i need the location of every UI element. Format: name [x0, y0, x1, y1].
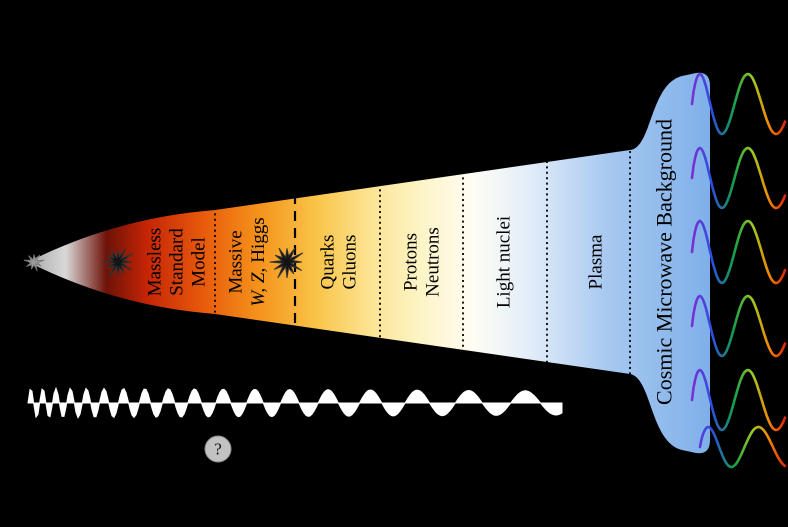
epoch-label-line: Quarks — [318, 235, 339, 290]
epoch-label-protons-neutrons: Protons Neutrons — [401, 227, 444, 297]
epoch-label-italic-part: W, Z, — [248, 268, 269, 307]
epoch-label-massive-w-z-higgs: Massive W, Z, Higgs — [226, 217, 269, 306]
cmb-photon-wave — [698, 425, 787, 469]
epoch-label-massless-standard-model: Massless Standard Model — [145, 228, 210, 297]
epoch-label-line: Model — [189, 237, 210, 287]
big-bang-starburst-icon — [23, 254, 45, 272]
epoch-label-plasma: Plasma — [586, 234, 607, 289]
epoch-label-line: Neutrons — [423, 227, 444, 297]
epoch-label-roman-part: Higgs — [248, 217, 269, 262]
starburst-icon-early — [101, 248, 134, 278]
acoustic-oscillations-wave — [27, 386, 563, 419]
question-mark-badge: ? — [204, 435, 232, 463]
epoch-label-line: Protons — [401, 233, 422, 291]
question-mark-text: ? — [214, 440, 222, 459]
cmb-photon-wave — [690, 294, 787, 358]
cmb-photon-wave — [690, 146, 787, 210]
cmb-photon-wave — [690, 368, 787, 432]
cmb-photon-waves — [690, 72, 787, 469]
epoch-label-light-nuclei: Light nuclei — [494, 216, 515, 308]
question-mark-circle — [204, 435, 232, 463]
cmb-photon-wave — [690, 72, 787, 136]
epoch-label-line: W, Z, Higgs — [248, 217, 269, 306]
epoch-label-cosmic-microwave-background: Cosmic Microwave Background — [652, 119, 677, 405]
starburst-icon-electroweak — [269, 247, 304, 279]
epoch-label-line: Gluons — [340, 235, 361, 290]
epoch-label-line: Standard — [167, 228, 188, 296]
epoch-label-line: Massless — [145, 228, 166, 297]
cmb-photon-wave — [690, 219, 787, 285]
universe-funnel-shape — [28, 72, 710, 454]
epoch-label-quarks-gluons: Quarks Gluons — [318, 235, 361, 290]
epoch-label-line: Massive — [226, 230, 247, 293]
